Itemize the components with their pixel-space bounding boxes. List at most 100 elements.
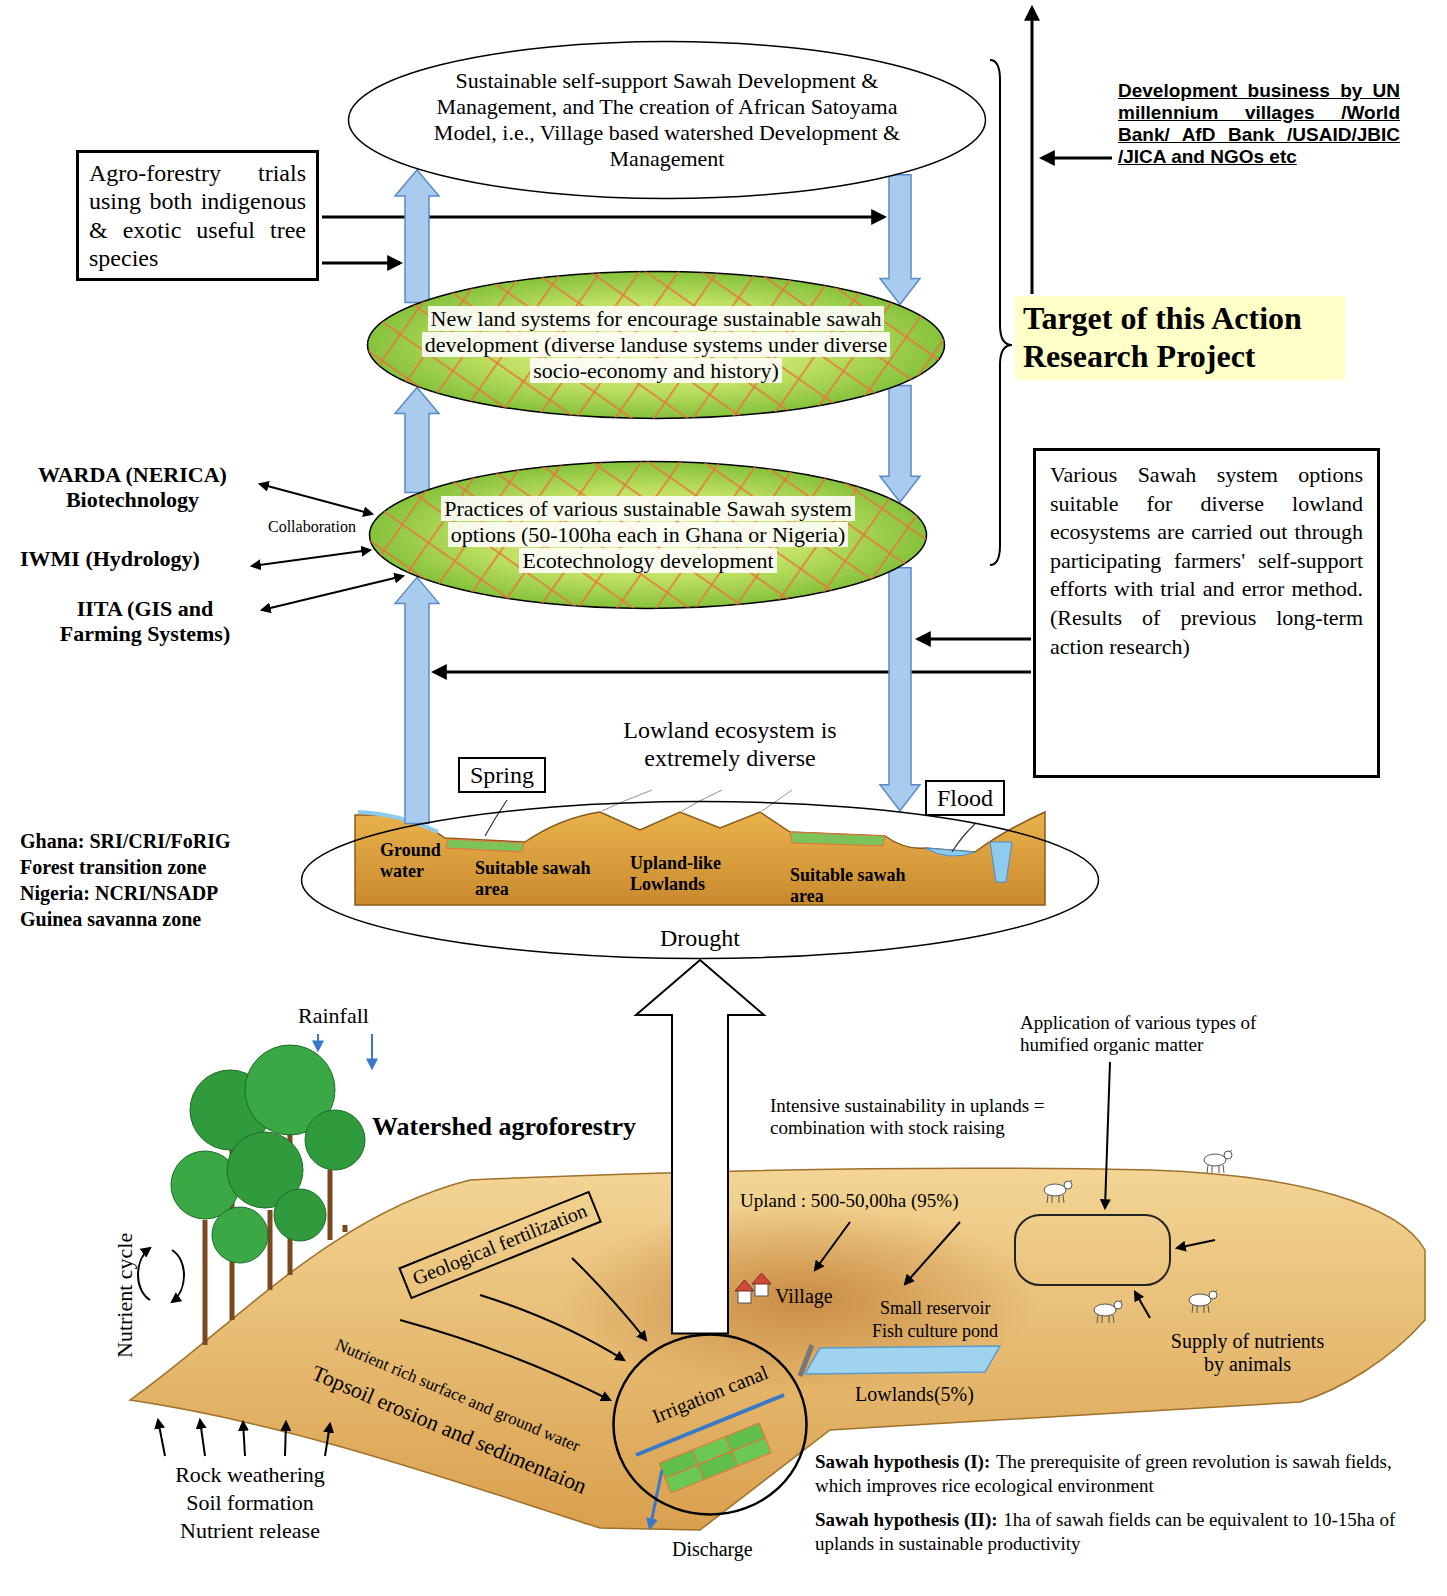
input-arrow bbox=[1042, 157, 1112, 160]
goat bbox=[1189, 1290, 1217, 1313]
text-wrap: Practices of various sustainable Sawah s… bbox=[428, 496, 868, 574]
partner-name: IITA (GIS and Farming Systems) bbox=[40, 596, 250, 647]
area-label: Upland : 500-50,00ha (95%) bbox=[740, 1190, 958, 1212]
node-text: Drought bbox=[660, 925, 740, 951]
weathering-arrow bbox=[158, 1420, 165, 1456]
sawah-plot bbox=[698, 1451, 737, 1479]
leader-line bbox=[485, 800, 507, 836]
leader-line bbox=[952, 824, 975, 852]
oval-fill bbox=[349, 42, 986, 199]
cycle-arrow bbox=[138, 1248, 150, 1300]
bracket bbox=[990, 60, 1012, 565]
funder-note: Development business by UN millennium vi… bbox=[1118, 80, 1400, 167]
site-label: Nigeria: NCRI/NSADP bbox=[20, 882, 218, 905]
node-text: Sustainable self-support Sawah Developme… bbox=[434, 68, 900, 171]
target-box: Target of this Action Research Project bbox=[1015, 296, 1345, 380]
node-text: Irrigation canal bbox=[649, 1361, 771, 1427]
weathering-arrow bbox=[325, 1424, 330, 1456]
hypothesis-note: Sawah hypothesis (I):The prerequisite of… bbox=[815, 1450, 1435, 1498]
outlet-label: Discharge bbox=[672, 1538, 753, 1561]
nutrient-arrow bbox=[480, 1295, 624, 1360]
flow-arrow bbox=[395, 170, 439, 303]
process-note: Supply of nutrients by animals bbox=[1160, 1330, 1335, 1376]
terrain-label: Upland-like Lowlands bbox=[630, 853, 775, 894]
oval-fill bbox=[370, 462, 927, 609]
sawah-grid bbox=[368, 272, 945, 419]
sawah-plots bbox=[659, 1423, 771, 1493]
watershed-land bbox=[130, 1168, 1425, 1530]
fish-pond bbox=[805, 1346, 1000, 1374]
tree-crown bbox=[212, 1207, 268, 1263]
flow-arrow bbox=[880, 175, 920, 305]
node-text: Spring bbox=[470, 761, 534, 789]
text-wrap: New land systems for encourage sustainab… bbox=[416, 306, 896, 384]
process-label: Nutrient release bbox=[140, 1518, 360, 1543]
tree-crown bbox=[305, 1110, 365, 1170]
terrain-label: Ground water bbox=[380, 840, 455, 881]
terrain-label: Suitable sawah area bbox=[790, 865, 910, 906]
cycle-label: Nutrient cycle bbox=[112, 1233, 137, 1358]
goal-oval: Sustainable self-support Sawah Developme… bbox=[347, 40, 987, 200]
node-text: Various Sawah system options suitable fo… bbox=[1050, 461, 1363, 661]
stream-channel bbox=[990, 842, 1012, 882]
section-title: Lowland ecosystem is extremely diverse bbox=[600, 717, 860, 772]
process-note: Intensive sustainability in uplands = co… bbox=[770, 1095, 1100, 1139]
place-label: Fish culture pond bbox=[872, 1321, 998, 1342]
goat bbox=[1044, 1180, 1072, 1203]
node-text: Agro-forestry trials using both indigeno… bbox=[89, 159, 306, 272]
oval-fill bbox=[368, 272, 945, 419]
hypothesis-title: Sawah hypothesis (II): bbox=[815, 1509, 998, 1530]
manure-arrow bbox=[1135, 1292, 1150, 1318]
runoff-arrow bbox=[815, 1222, 850, 1270]
house bbox=[755, 1283, 768, 1296]
oval-outline bbox=[612, 1333, 808, 1516]
partner-name: WARDA (NERICA) Biotechnology bbox=[10, 462, 255, 513]
node-text: New land systems for encourage sustainab… bbox=[422, 306, 890, 383]
process-label: Soil formation bbox=[140, 1490, 360, 1515]
hollow-arrow bbox=[636, 960, 764, 1333]
collaboration-arrow bbox=[262, 576, 403, 610]
house-roof bbox=[752, 1273, 771, 1284]
sawah-terrace bbox=[446, 839, 524, 852]
lowland-section bbox=[355, 812, 1045, 905]
flood-box: Flood bbox=[925, 780, 1005, 816]
area-label: Lowlands(5%) bbox=[855, 1383, 974, 1406]
rain-arrow bbox=[371, 1034, 373, 1068]
process-note: Application of various types of humified… bbox=[1020, 1012, 1290, 1056]
output-arrow bbox=[1031, 8, 1034, 294]
oval-fill bbox=[614, 1335, 807, 1515]
weathering-arrow bbox=[285, 1422, 286, 1456]
input-arrow bbox=[322, 262, 400, 265]
manure-arrow bbox=[1105, 1062, 1110, 1208]
input-arrow bbox=[434, 671, 1031, 674]
text-wrap: Sustainable self-support Sawah Developme… bbox=[417, 68, 917, 172]
place-label: Village bbox=[775, 1285, 833, 1308]
site-label: Ghana: SRI/CRI/FoRIG bbox=[20, 830, 231, 853]
text-wrap: Drought bbox=[660, 924, 740, 952]
leader-line bbox=[602, 790, 792, 811]
tree-crown bbox=[274, 1189, 326, 1241]
land-system-oval: New land systems for encourage sustainab… bbox=[366, 270, 946, 420]
terrain-label: Suitable sawah area bbox=[475, 858, 595, 899]
runoff-arrow bbox=[905, 1222, 960, 1284]
sawah-grid bbox=[370, 462, 927, 609]
practice-oval: Practices of various sustainable Sawah s… bbox=[368, 460, 928, 610]
goat bbox=[1204, 1150, 1232, 1173]
sawah-terrace bbox=[790, 832, 885, 846]
place-label: Small reservoir bbox=[880, 1298, 990, 1319]
leader-line bbox=[602, 790, 792, 811]
collaboration-arrow bbox=[260, 484, 372, 514]
node-text: Target of this Action Research Project bbox=[1023, 300, 1337, 376]
zone-title: Watershed agroforestry bbox=[372, 1112, 636, 1142]
manure-arrow bbox=[1177, 1240, 1215, 1248]
rain-arrow bbox=[317, 1034, 319, 1050]
spring-box: Spring bbox=[458, 757, 546, 793]
hypothesis-note: Sawah hypothesis (II):1ha of sawah field… bbox=[815, 1508, 1435, 1556]
partner-name: IWMI (Hydrology) bbox=[20, 546, 200, 571]
flow-arrow bbox=[395, 577, 439, 823]
flood-water bbox=[925, 848, 975, 856]
node-text: Practices of various sustainable Sawah s… bbox=[441, 496, 855, 573]
collaboration-arrow bbox=[252, 550, 370, 566]
hypothesis-title: Sawah hypothesis (I): bbox=[815, 1451, 990, 1472]
